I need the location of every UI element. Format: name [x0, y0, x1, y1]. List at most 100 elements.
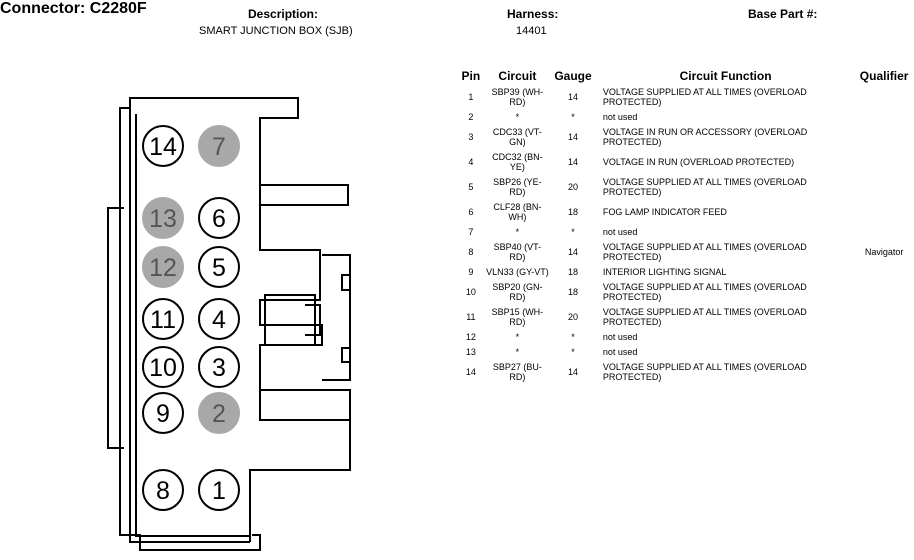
pin-cell: 14 — [465, 366, 476, 377]
function-cell: not used — [602, 111, 638, 122]
pin-cavity: 9 — [142, 392, 184, 434]
function-cell: VOLTAGE IN RUN (OVERLOAD PROTECTED) — [602, 156, 795, 167]
pin-circle — [142, 469, 184, 511]
circuit-cell: * — [515, 226, 520, 237]
pin-circle — [198, 298, 240, 340]
pin-number-label: 1 — [212, 477, 226, 505]
table-row: 2**not used — [456, 109, 914, 124]
pin-cell: 9 — [468, 266, 474, 277]
table-row: 11 SBP15 (WH-RD) 20 VOLTAGE SUPPLIED AT ALL… — [456, 304, 914, 329]
qualifier-cell — [854, 149, 914, 174]
pin-cell: 7 — [468, 226, 474, 237]
pin-cell: 1 — [468, 91, 474, 102]
qualifier-cell: Navigator — [864, 246, 904, 257]
header-circuit: Circuit — [498, 69, 537, 83]
circuit-cell: SBP26 (YE-RD) — [493, 176, 542, 197]
pin-cavity: 13 — [142, 197, 184, 239]
pin-number-label: 7 — [212, 133, 226, 161]
function-cell: VOLTAGE SUPPLIED AT ALL TIMES (OVERLOAD … — [602, 306, 807, 327]
function-cell: VOLTAGE SUPPLIED AT ALL TIMES (OVERLOAD … — [602, 176, 807, 197]
gauge-cell: 14 — [567, 366, 578, 377]
qualifier-cell — [854, 84, 914, 109]
gauge-cell: 20 — [567, 181, 578, 192]
header-pin: Pin — [461, 69, 481, 83]
qualifier-cell — [854, 304, 914, 329]
gauge-cell: 20 — [567, 311, 578, 322]
pin-cell: 13 — [465, 346, 476, 357]
gauge-cell: 18 — [567, 206, 578, 217]
function-cell: not used — [602, 226, 638, 237]
pin-cell: 11 — [466, 311, 476, 322]
pin-cell: 10 — [465, 286, 476, 297]
qualifier-cell — [854, 279, 914, 304]
gauge-cell: 14 — [567, 131, 578, 142]
circuit-cell: * — [515, 111, 520, 122]
pin-cavity: 5 — [198, 246, 240, 288]
pin-cavity: 2 — [198, 392, 240, 434]
pin-number-label: 9 — [156, 400, 170, 428]
circuit-cell: CDC33 (VT-GN) — [492, 126, 542, 147]
pin-cavity: 6 — [198, 197, 240, 239]
table-row: 13**not used — [456, 344, 914, 359]
circuit-cell: SBP15 (WH-RD) — [491, 306, 544, 327]
function-cell: VOLTAGE SUPPLIED AT ALL TIMES (OVERLOAD … — [602, 241, 807, 262]
circuit-cell: * — [515, 331, 520, 342]
circuit-cell: SBP39 (WH-RD) — [491, 86, 544, 107]
function-cell: INTERIOR LIGHTING SIGNAL — [602, 266, 727, 277]
pin-number-label: 6 — [212, 205, 226, 233]
pin-cell: 4 — [468, 156, 474, 167]
pin-circle — [142, 246, 184, 288]
header-qualifier: Qualifier — [859, 69, 909, 83]
function-cell: not used — [602, 346, 638, 357]
pin-circle — [142, 346, 184, 388]
function-cell: VOLTAGE SUPPLIED AT ALL TIMES (OVERLOAD … — [602, 86, 807, 107]
gauge-cell: * — [571, 331, 575, 342]
pin-number-label: 3 — [212, 354, 226, 382]
pin-number-label: 5 — [212, 254, 226, 282]
harness-label: Harness: — [507, 7, 559, 21]
connector-housing — [107, 97, 351, 551]
qualifier-cell — [854, 199, 914, 224]
pin-cavity: 12 — [142, 246, 184, 288]
circuit-cell: SBP27 (BU-RD) — [492, 361, 542, 382]
gauge-cell: 14 — [567, 246, 578, 257]
pin-circle — [198, 246, 240, 288]
pin-circle — [198, 469, 240, 511]
table-row: 12**not used — [456, 329, 914, 344]
pin-number-label: 8 — [156, 477, 170, 505]
qualifier-cell — [854, 124, 914, 149]
function-cell: FOG LAMP INDICATOR FEED — [602, 206, 727, 217]
pin-number-label: 10 — [149, 354, 177, 382]
header-gauge: Gauge — [554, 69, 592, 83]
gauge-cell: * — [571, 346, 575, 357]
pin-circle — [142, 125, 184, 167]
pin-cell: 8 — [468, 246, 474, 257]
pin-cavity: 14 — [142, 125, 184, 167]
pin-circle — [198, 197, 240, 239]
pin-cavity: 8 — [142, 469, 184, 511]
base-part-label: Base Part #: — [748, 7, 818, 21]
pin-cavity: 3 — [198, 346, 240, 388]
header-circuit-function: Circuit Function — [679, 69, 772, 83]
gauge-cell: 14 — [567, 156, 578, 167]
harness-value: 14401 — [516, 25, 547, 37]
gauge-cell: 18 — [567, 286, 578, 297]
pin-number-label: 12 — [149, 254, 177, 282]
pin-cell: 3 — [468, 131, 474, 142]
pin-circle — [142, 392, 184, 434]
circuit-cell: VLN33 (GY-VT) — [486, 266, 549, 277]
pin-cavity: 7 — [198, 125, 240, 167]
circuit-cell: SBP20 (GN-RD) — [492, 281, 543, 302]
qualifier-cell — [854, 174, 914, 199]
description-value: SMART JUNCTION BOX (SJB) — [199, 25, 353, 37]
pin-cell: 2 — [468, 111, 474, 122]
table-row: 7**not used — [456, 224, 914, 239]
